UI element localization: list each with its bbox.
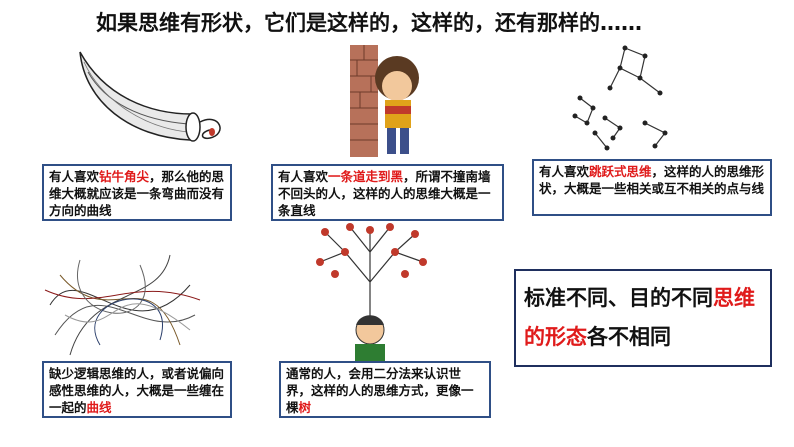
horn-text-post: ，那么他的思维大概就应该是一条弯曲而没有方向的曲线 <box>49 169 225 218</box>
tree-head-illustration <box>316 223 427 362</box>
tree-text-highlight: 树 <box>298 400 312 415</box>
jump-text-highlight: 跳跃式思维 <box>589 164 652 179</box>
horn-text-highlight: 钻牛角尖 <box>99 169 150 184</box>
dots-network-illustration <box>572 45 668 151</box>
jump-text-pre: 有人喜欢 <box>539 164 590 179</box>
tangle-text-highlight: 曲线 <box>86 400 112 415</box>
horn-illustration <box>79 51 221 142</box>
horn-text-box: 有人喜欢钻牛角尖，那么他的思维大概就应该是一条弯曲而没有方向的曲线 <box>42 164 232 221</box>
jump-text-post: ，这样的人的思维形状，大概是一些相关或互不相关的点与线 <box>539 164 765 196</box>
wall-text-post: ，所谓不撞南墙不回头的人，这样的人的思维大概是一条直线 <box>278 169 491 218</box>
summary-highlight: 思维的形态 <box>524 286 755 349</box>
tangle-text-pre: 缺少逻辑思维的人，或者说偏向感性思维的人，大概是一些缠在一起的 <box>49 366 225 415</box>
jump-text-box: 有人喜欢跳跃式思维，这样的人的思维形状，大概是一些相关或互不相关的点与线 <box>532 159 772 216</box>
summary-box: 标准不同、目的不同思维的形态各不相同 <box>514 269 772 367</box>
slide-title: 如果思维有形状，它们是这样的，这样的，还有那样的…… <box>96 11 642 35</box>
wall-text-pre: 有人喜欢 <box>278 169 329 184</box>
wall-text-box: 有人喜欢一条道走到黑，所谓不撞南墙不回头的人，这样的人的思维大概是一条直线 <box>271 164 504 221</box>
summary-post: 各不相同 <box>587 325 671 349</box>
tree-text-pre: 通常的人，会用二分法来认识世界，这样的人的思维方式，更像一棵 <box>286 366 474 415</box>
horn-text-pre: 有人喜欢 <box>49 169 100 184</box>
tangle-text-box: 缺少逻辑思维的人，或者说偏向感性思维的人，大概是一些缠在一起的曲线 <box>42 361 232 418</box>
wall-boy-illustration <box>350 45 419 157</box>
tree-text-box: 通常的人，会用二分法来认识世界，这样的人的思维方式，更像一棵树 <box>279 361 491 418</box>
wall-text-highlight: 一条道走到黑 <box>328 169 404 184</box>
tangled-curves-illustration <box>44 254 201 356</box>
summary-pre: 标准不同、目的不同 <box>524 286 713 310</box>
